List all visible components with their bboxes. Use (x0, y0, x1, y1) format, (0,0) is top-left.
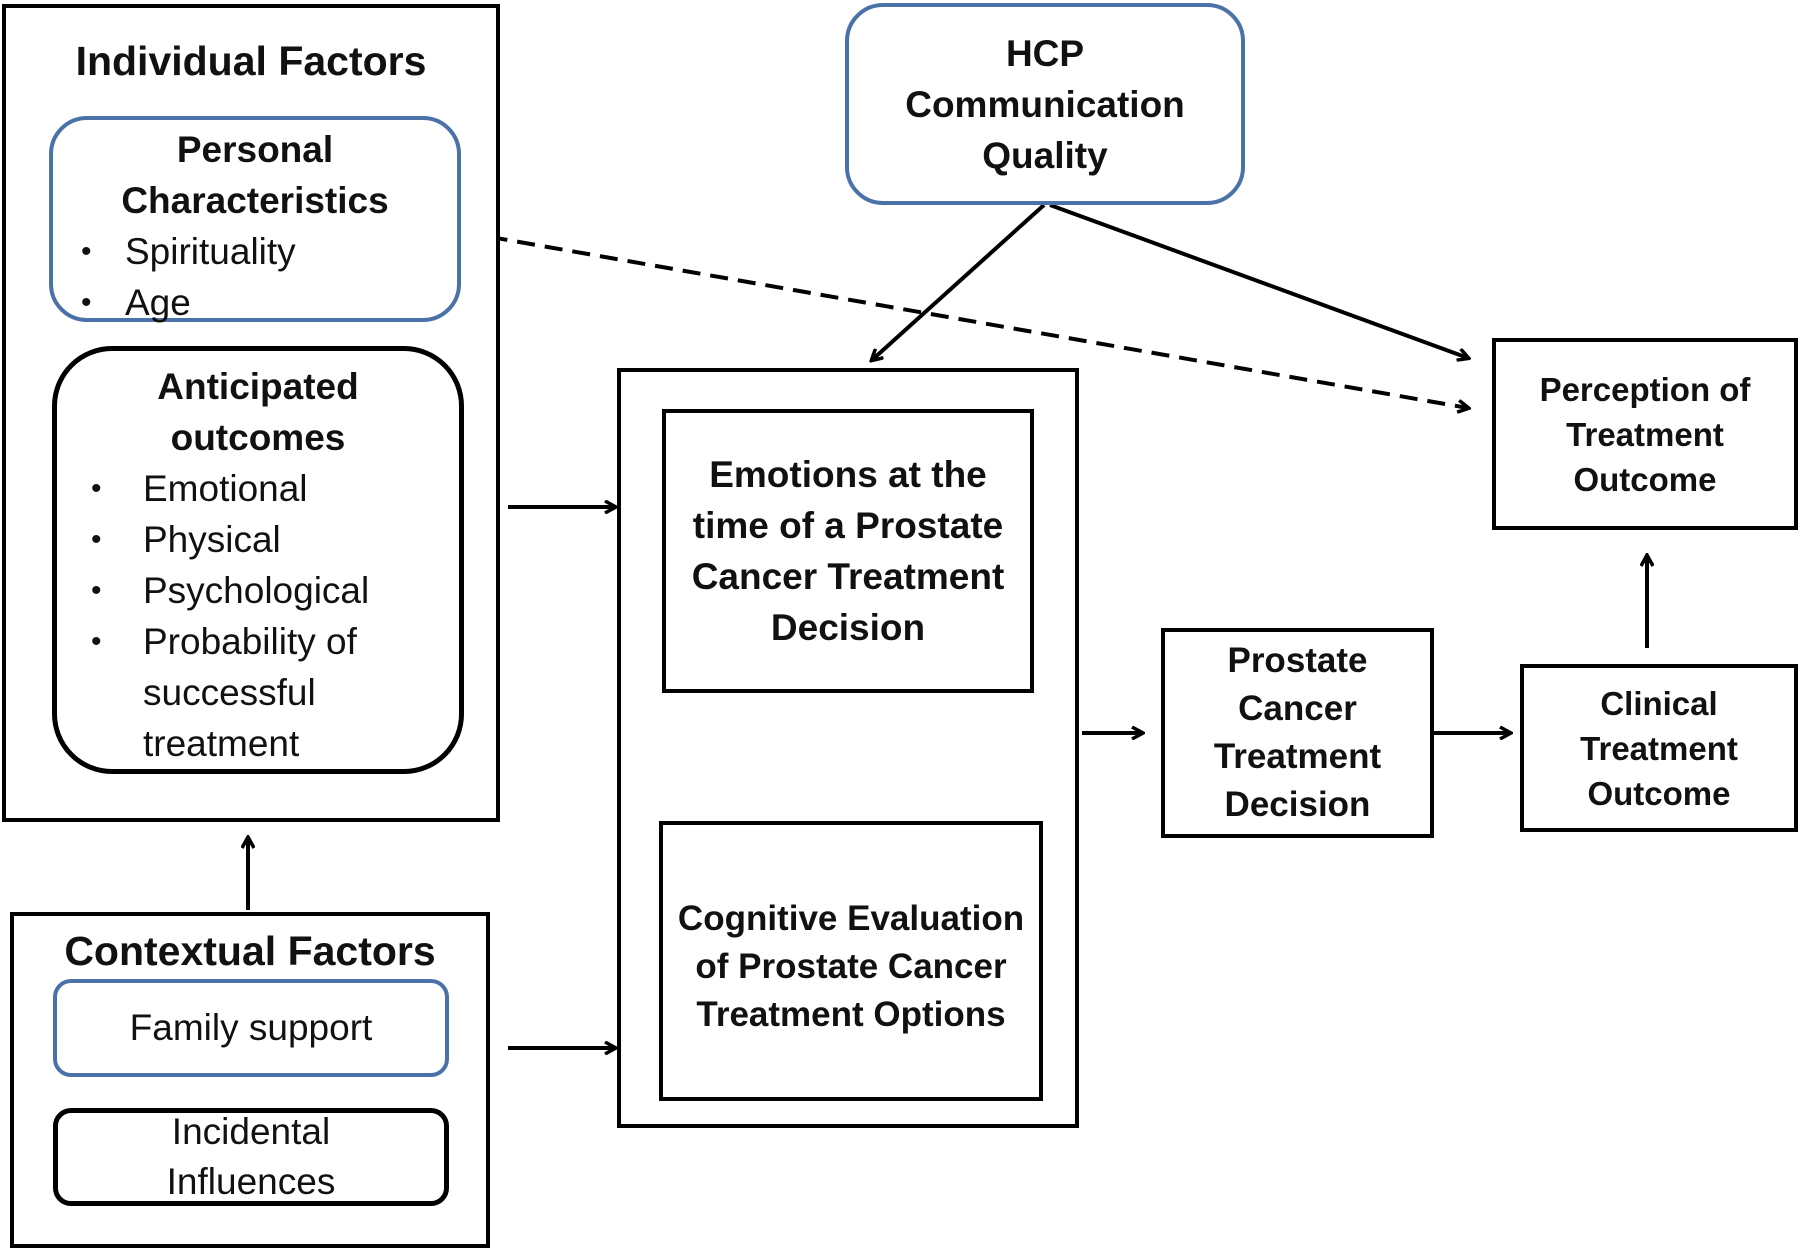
anticipated-outcomes-title: Anticipated outcomes (157, 366, 359, 458)
arrow-hcp-to-perception (1049, 203, 1468, 358)
arrow-personal-to-perception (461, 230, 1468, 408)
anticipated-outcomes-list: •Emotional •Physical •Psychological •Pro… (91, 463, 369, 769)
list-item: •Age (81, 282, 191, 323)
list-item: •Probability of (91, 621, 357, 662)
individual-factors-title: Individual Factors (75, 38, 427, 84)
incidental-influences-box: Incidental Influences (53, 1108, 449, 1206)
personal-characteristics-list: •Spirituality •Age (81, 226, 296, 328)
personal-characteristics-box: Personal Characteristics •Spirituality •… (49, 116, 461, 323)
list-item: •Physical (91, 519, 281, 560)
list-item-continuation: successful (143, 672, 316, 713)
arrow-hcp-to-process (872, 203, 1046, 360)
anticipated-outcomes-box: Anticipated outcomes •Emotional •Physica… (52, 346, 464, 774)
clinical-outcome-box: Clinical Treatment Outcome (1520, 664, 1798, 832)
list-item: •Emotional (91, 468, 308, 509)
family-support-box: Family support (53, 979, 449, 1077)
contextual-factors-title: Contextual Factors (64, 928, 436, 974)
treatment-decision-box: Prostate Cancer Treatment Decision (1161, 628, 1434, 838)
perception-outcome-box: Perception of Treatment Outcome (1492, 338, 1798, 530)
personal-characteristics-title: Personal Characteristics (121, 129, 389, 221)
emotions-box: Emotions at the time of a Prostate Cance… (662, 409, 1034, 693)
hcp-communication-box: HCP Communication Quality (845, 3, 1245, 205)
cognitive-evaluation-box: Cognitive Evaluation of Prostate Cancer … (659, 821, 1043, 1101)
list-item: •Spirituality (81, 231, 296, 272)
list-item-continuation: treatment (143, 723, 300, 764)
list-item: •Psychological (91, 570, 370, 611)
